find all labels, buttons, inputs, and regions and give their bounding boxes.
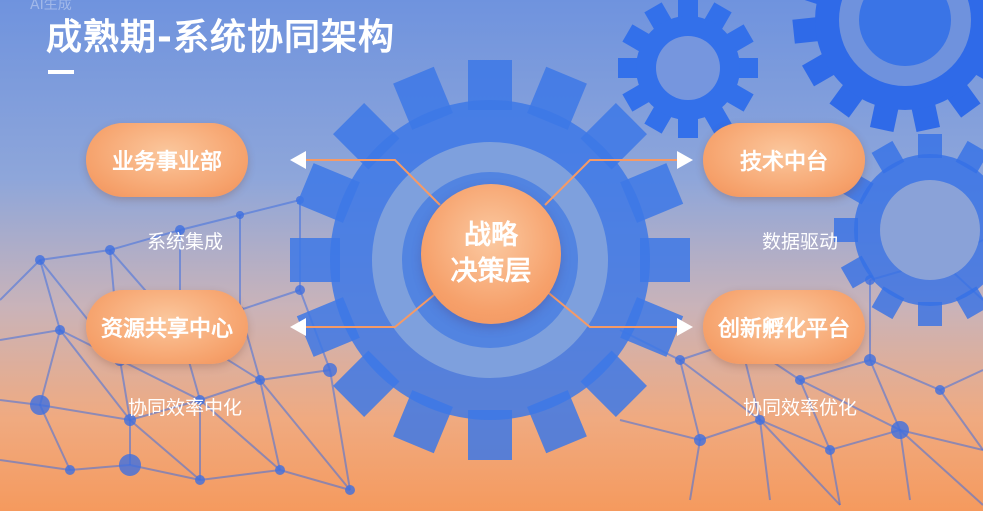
core-label-line1: 战略 xyxy=(464,220,518,251)
node-business: 业务事业部 xyxy=(86,123,248,197)
small-gear-hole xyxy=(656,36,720,100)
page-title: 成熟期-系统协同架构 xyxy=(46,17,395,58)
core-strategy-node: 战略 决策层 xyxy=(421,184,561,324)
node-innovation: 创新孵化平台 xyxy=(703,290,865,364)
corner-gear-hub xyxy=(859,0,951,66)
caption-tech: 数据驱动 xyxy=(761,231,838,253)
arrow-right-icon xyxy=(677,151,693,169)
arrow-right-icon xyxy=(677,318,693,336)
connector-lines xyxy=(305,159,678,328)
title-underline xyxy=(48,70,74,74)
right-gear-hole xyxy=(880,180,980,280)
arrow-left-icon xyxy=(290,318,306,336)
caption-business: 系统集成 xyxy=(146,231,223,253)
arrow-left-icon xyxy=(290,151,306,169)
node-tech: 技术中台 xyxy=(703,123,865,197)
core-label-line2: 决策层 xyxy=(450,256,532,287)
watermark: AI生成 xyxy=(30,0,72,13)
caption-innovation: 协同效率优化 xyxy=(742,397,857,419)
arrowheads xyxy=(290,151,693,336)
caption-resource: 协同效率中化 xyxy=(127,397,242,419)
node-resource: 资源共享中心 xyxy=(86,290,248,364)
